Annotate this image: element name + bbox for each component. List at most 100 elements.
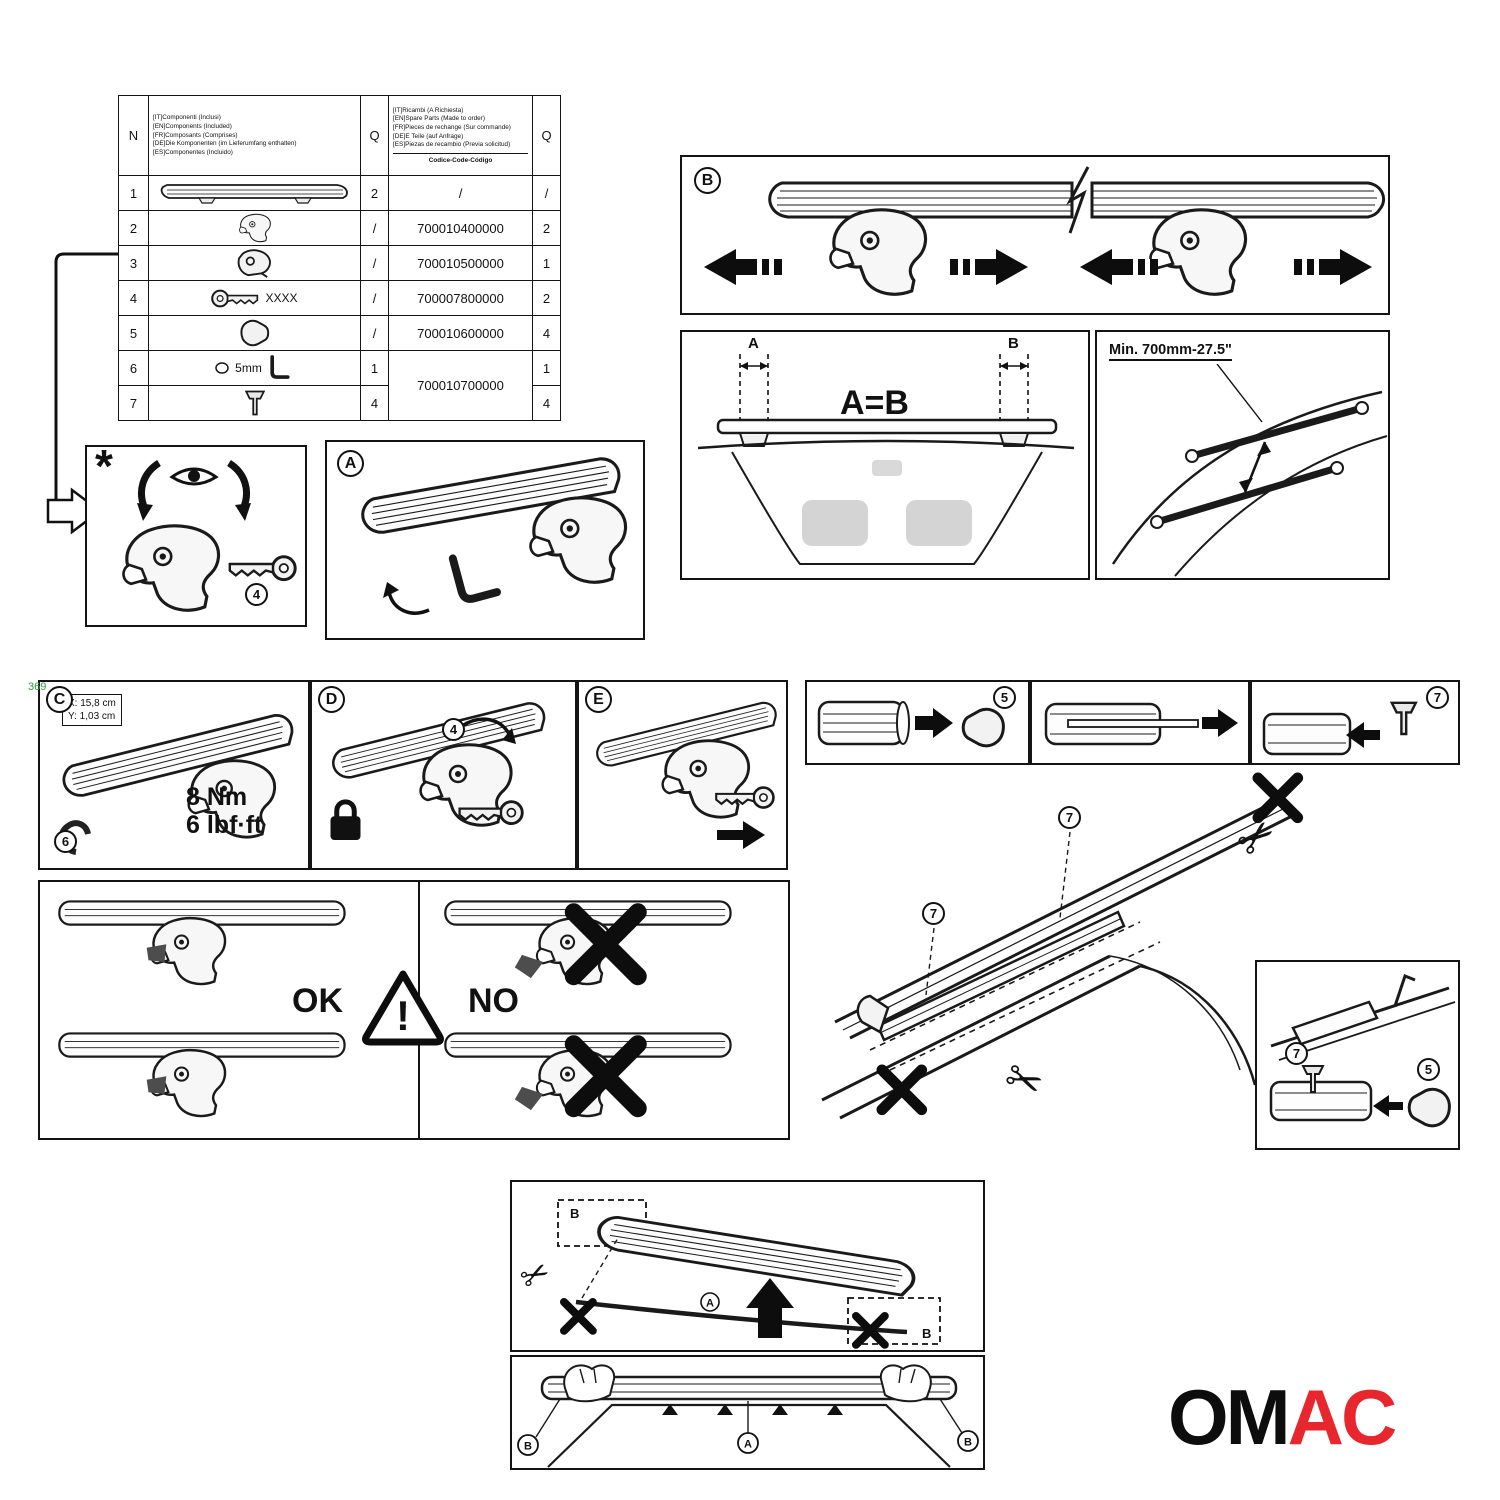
curved-arrow-left-icon: [138, 460, 162, 511]
x-mark-icon: [882, 1070, 922, 1110]
fixing-pin-icon: [244, 390, 265, 416]
torque-spec: 8 Nm 6 lbf·ft: [186, 783, 262, 839]
hand-icon: [563, 1364, 616, 1403]
side-note: 369: [28, 681, 47, 693]
lock-illustration: [312, 699, 549, 868]
headrest: [802, 500, 868, 546]
panel-d: D 4: [310, 680, 577, 870]
b-left-label: B: [524, 1441, 532, 1453]
panel-strip-fit: B B A ✂: [510, 1180, 985, 1352]
b-right-label: B: [964, 1437, 972, 1449]
panel-b: B: [680, 155, 1390, 315]
x-mark-icon: [564, 1302, 593, 1331]
allen-key-icon: [453, 550, 497, 601]
arrow-right-icon: [1202, 709, 1238, 737]
callout-pin-top: 7: [1058, 806, 1081, 829]
rubber-wedge: [514, 954, 544, 979]
callout-hook: 6: [54, 830, 77, 853]
key-icon: [211, 289, 259, 307]
panel-ok-no: OK ! NO: [38, 880, 790, 1140]
rotate-arrow-icon: [387, 591, 430, 615]
col-header-q-spare: Q: [532, 95, 561, 176]
bolt-head-icon: [215, 362, 229, 374]
press-arrow-icon: [772, 1404, 788, 1415]
correct-fit-illustration: [54, 896, 357, 996]
callout-pin-bottom: 7: [922, 902, 945, 925]
panel-e: E: [577, 680, 788, 870]
crossbar-icon: [160, 184, 348, 204]
roof-edge: [1111, 390, 1383, 565]
press-arrow-icon: [662, 1404, 678, 1415]
dim-x: X: 15,8 cm: [68, 698, 116, 709]
table-row: 5 / 700010600000 4: [118, 315, 561, 351]
cap-insert-illustration: [817, 700, 1005, 748]
clamp-foot-icon: [661, 739, 751, 819]
callout-cap: 5: [993, 686, 1016, 709]
panel-a: A: [325, 440, 645, 640]
crossbar-icon: [594, 1212, 918, 1299]
rubber-wedge: [146, 1076, 167, 1095]
clamp-foot-icon: [1148, 208, 1248, 296]
hands-fit-illustration: B A B: [517, 1364, 979, 1468]
key-orientation-illustration: [121, 460, 297, 612]
panel-min-span: Min. 700mm-27.5": [1095, 330, 1390, 580]
wrong-fit-illustration: [440, 896, 743, 996]
table-row: 3 / 700010500000 1: [118, 245, 561, 281]
roof-line: [697, 439, 1075, 450]
lock-icon: [331, 802, 361, 840]
arrow-left-icon: [1373, 1095, 1403, 1117]
a-center-label: A: [744, 1439, 752, 1451]
min-span-illustration: [1111, 364, 1388, 577]
callout-pin: 7: [1426, 686, 1449, 709]
clamp-foot-icon: [238, 213, 271, 243]
dimension-box: X: 15,8 cm Y: 1,03 cm: [62, 694, 122, 726]
roof-rail: [821, 954, 1111, 1102]
col-header-included: [IT]Componenti (Inclusi) [EN]Components …: [148, 95, 361, 176]
code-column-label: Codice-Code-Código: [393, 152, 528, 166]
crossbar-icon: [716, 418, 1058, 435]
pillar-line: [1139, 964, 1257, 1086]
panel-e-label: E: [585, 686, 612, 713]
rear-window-outline: [547, 1403, 951, 1468]
roof-rail: [834, 798, 1279, 1024]
callout-key: 4: [442, 718, 465, 741]
strip-fit-illustration: B B A ✂: [514, 1199, 941, 1350]
hand-icon: [879, 1364, 932, 1403]
slide-left-arrow-icon: [704, 249, 782, 285]
zone-b-label: B: [922, 1326, 931, 1341]
insert-up-arrow-icon: [746, 1278, 794, 1338]
strip-insert-illustration: [1044, 702, 1238, 746]
dim-b-label: B: [1008, 335, 1019, 352]
table-row: 7 4 4: [118, 385, 561, 421]
rail-cut-diagram: ✂ ✂ 7 7: [810, 770, 1310, 1145]
correct-fit-illustration: [54, 1028, 357, 1128]
logo-red-part: AC: [1287, 1373, 1398, 1461]
bar-end: [1262, 712, 1352, 756]
callout-pin: 7: [1285, 1042, 1308, 1065]
key-icon: [228, 555, 297, 582]
crossbar-icon: [1185, 401, 1369, 463]
turn-arrow-icon: [461, 717, 512, 737]
foot-sliding-illustration: [704, 166, 1385, 296]
press-arrow-icon: [717, 1404, 733, 1415]
panel-corner-detail: 7 5: [1255, 960, 1460, 1150]
detail-zone: [847, 1297, 941, 1345]
key-code-label: XXXX: [265, 291, 298, 305]
fixing-pin-icon: [1390, 701, 1418, 736]
panel-d-label: D: [318, 686, 345, 713]
panel-equal-spacing: A B A=B: [680, 330, 1090, 580]
parts-table: N [IT]Componenti (Inclusi) [EN]Component…: [118, 95, 561, 421]
panel-a-label: A: [337, 450, 364, 477]
panel-c-label: C: [46, 686, 73, 713]
corner-detail-illustration: [1269, 974, 1456, 1128]
clamp-foot-icon: [121, 524, 221, 612]
scissors-icon: ✂: [997, 1051, 1050, 1110]
rubber-strip: [1067, 719, 1199, 728]
dim-a-label: A: [748, 335, 759, 352]
pin-insert-illustration: [1262, 701, 1418, 756]
col-header-q-included: Q: [360, 95, 389, 176]
crossbar-icon: [540, 1375, 958, 1401]
allen-key-icon: [270, 355, 290, 379]
crossbar-right-segment: [1090, 181, 1385, 219]
